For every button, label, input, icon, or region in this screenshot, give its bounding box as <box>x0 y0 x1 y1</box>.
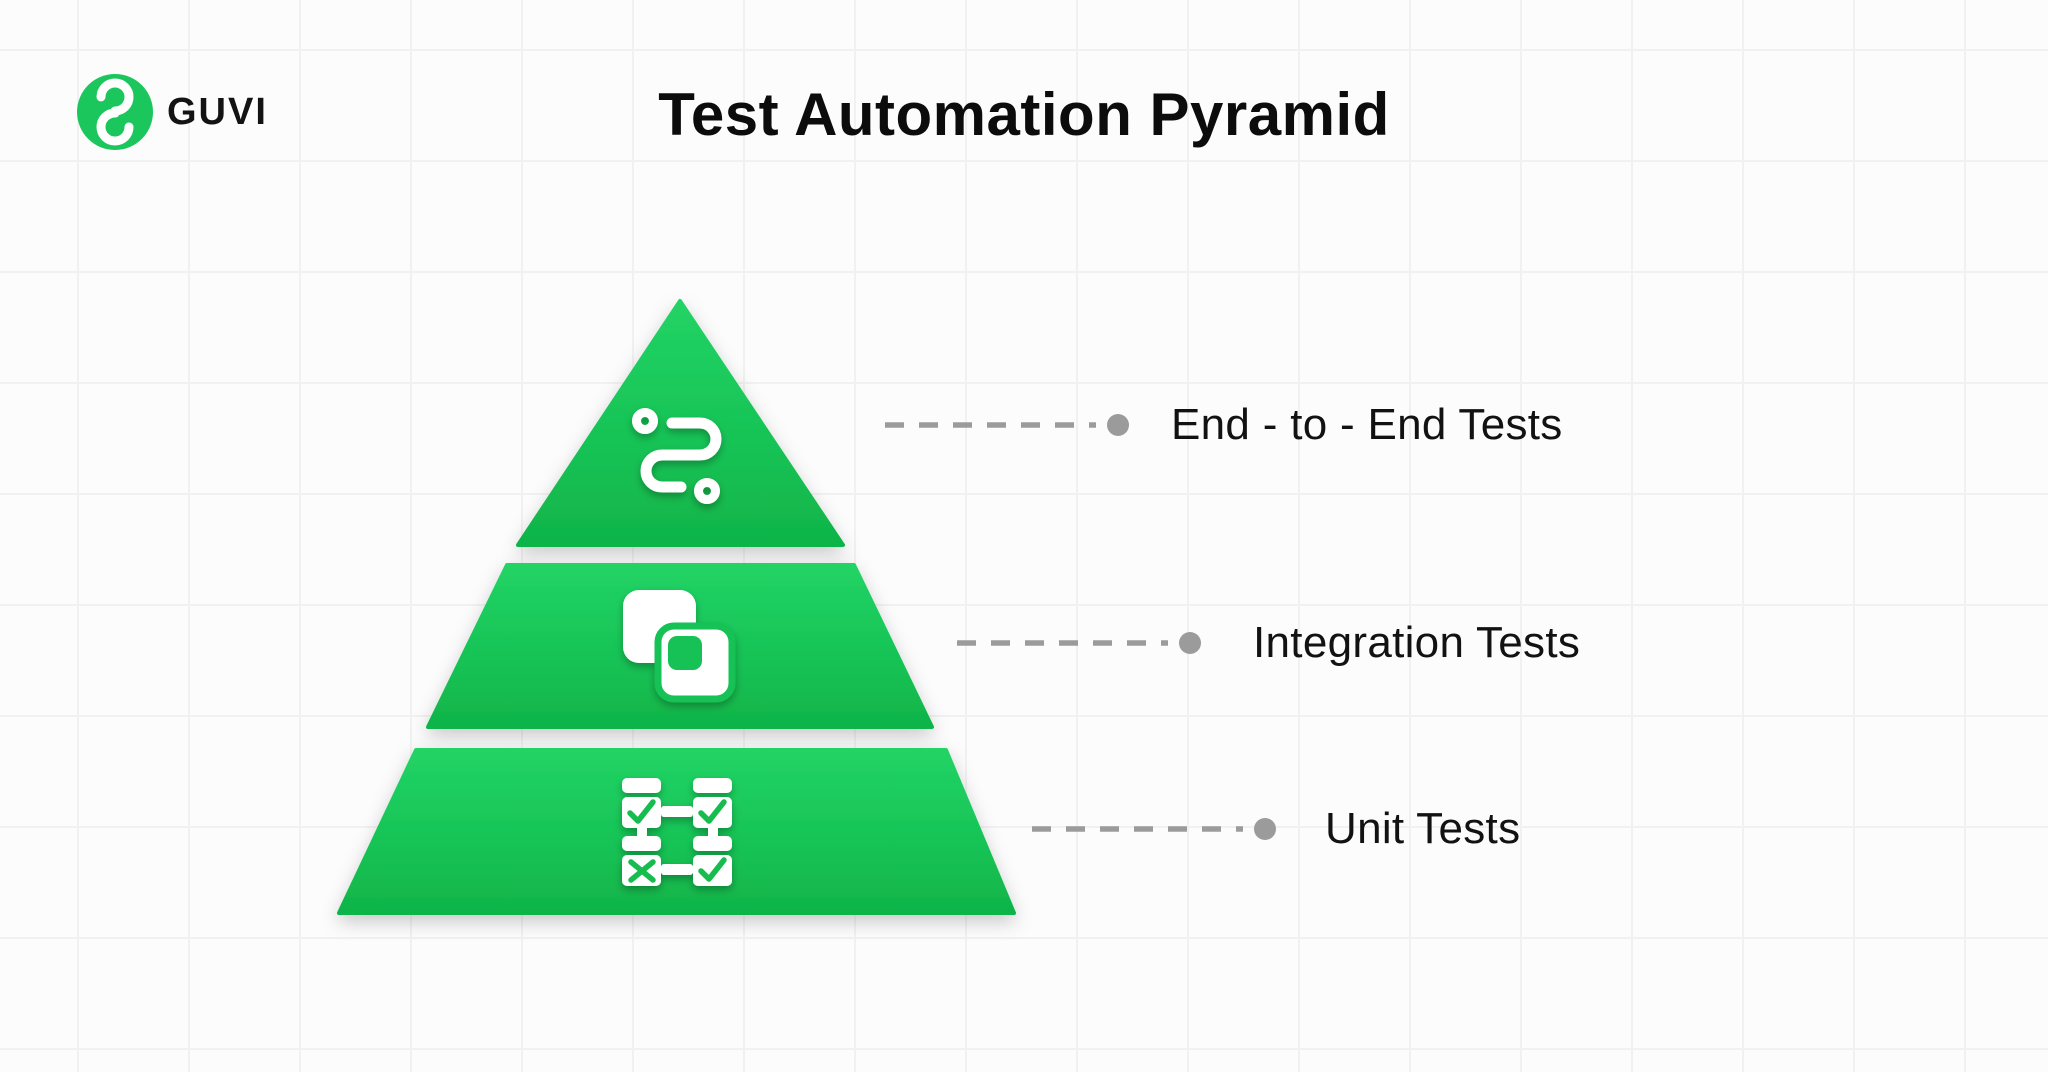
route-icon <box>632 408 722 504</box>
brand-name: GUVI <box>167 90 268 133</box>
unit-checklist-icon <box>622 778 732 886</box>
pyramid-level-integration <box>426 563 1201 729</box>
pyramid-level-unit <box>337 748 1276 915</box>
connector-dot <box>1107 414 1129 436</box>
logo-g-glyph <box>96 78 134 146</box>
connector-integration <box>957 632 1201 654</box>
connector-unit <box>1032 818 1276 840</box>
level-label-integration: Integration Tests <box>1253 618 1581 667</box>
integration-squares-icon <box>623 590 736 703</box>
pyramid-band-bottom <box>337 748 1016 915</box>
pyramid-level-end-to-end <box>516 299 1129 547</box>
connector-dot <box>1179 632 1201 654</box>
connector-dot <box>1254 818 1276 840</box>
page-title: Test Automation Pyramid <box>658 81 1390 148</box>
level-label-end-to-end: End - to - End Tests <box>1171 400 1563 449</box>
connector-end-to-end <box>885 414 1129 436</box>
guvi-logo-icon <box>77 74 153 150</box>
level-label-unit: Unit Tests <box>1325 804 1521 853</box>
unit-checklist-marks <box>627 799 727 883</box>
brand: GUVI <box>77 74 268 150</box>
